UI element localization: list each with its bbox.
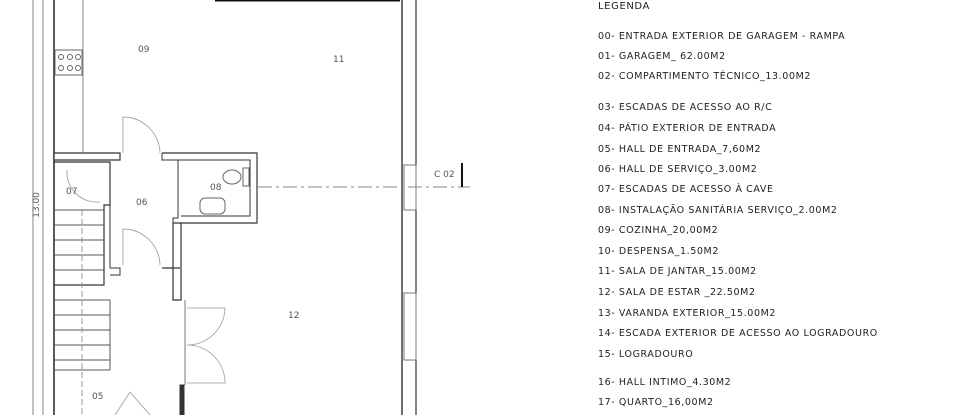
legend-item: 04- PÁTIO EXTERIOR DE ENTRADA — [598, 123, 777, 134]
stove-icon — [54, 49, 83, 76]
legend-item: 09- COZINHA_20,00M2 — [598, 225, 719, 236]
legend-item: 01- GARAGEM_ 62.00M2 — [598, 51, 726, 62]
stairs — [54, 209, 111, 371]
sink-icon — [199, 197, 226, 215]
legend-item: 02- COMPARTIMENTO TÉCNICO_13.00M2 — [598, 71, 812, 82]
toilet-icon — [222, 169, 242, 185]
legend-item: 13- VARANDA EXTERIOR_15.00M2 — [598, 308, 777, 319]
legend-item: 07- ESCADAS DE ACESSO À CAVE — [598, 184, 774, 195]
room-label-11: 11 — [333, 55, 344, 65]
room-label-05: 05 — [92, 392, 103, 402]
door — [122, 116, 161, 154]
legend-item: 11- SALA DE JANTAR_15.00M2 — [598, 266, 757, 277]
legend-item: 10- DESPENSA_1.50M2 — [598, 246, 719, 257]
legend-item: 12- SALA DE ESTAR _22.50M2 — [598, 287, 756, 298]
legend-item: 15- LOGRADOURO — [598, 349, 694, 360]
legend-item: 05- HALL DE ENTRADA_7,60M2 — [598, 144, 762, 155]
legend-title: LEGENDA — [598, 1, 651, 12]
room-label-07: 07 — [66, 187, 77, 197]
room-label-08: 08 — [210, 183, 222, 193]
legend-item: 14- ESCADA EXTERIOR DE ACESSO AO LOGRADO… — [598, 328, 878, 339]
door — [122, 228, 161, 266]
room-label-12: 12 — [288, 311, 299, 321]
section-marker: C 02 — [434, 170, 455, 180]
window — [403, 292, 417, 361]
legend-item: 06- HALL DE SERVIÇO_3.00M2 — [598, 164, 758, 175]
legend-item: 03- ESCADAS DE ACESSO AO R/C — [598, 102, 773, 113]
legend-item: 08- INSTALAÇÃO SANITÁRIA SERVIÇO_2.00M2 — [598, 205, 838, 216]
double-door — [186, 307, 226, 384]
dimension-label: 13.00 — [32, 192, 42, 218]
legend-item: 16- HALL INTIMO_4.30M2 — [598, 377, 732, 388]
room-label-06: 06 — [136, 198, 148, 208]
legend-item: 00- ENTRADA EXTERIOR DE GARAGEM - RAMPA — [598, 31, 846, 42]
floor-plan: 13.00 C 02 09 11 07 06 08 12 05 — [32, 0, 470, 415]
legend-item: 17- QUARTO_16,00M2 — [598, 397, 714, 408]
room-label-09: 09 — [138, 45, 150, 55]
